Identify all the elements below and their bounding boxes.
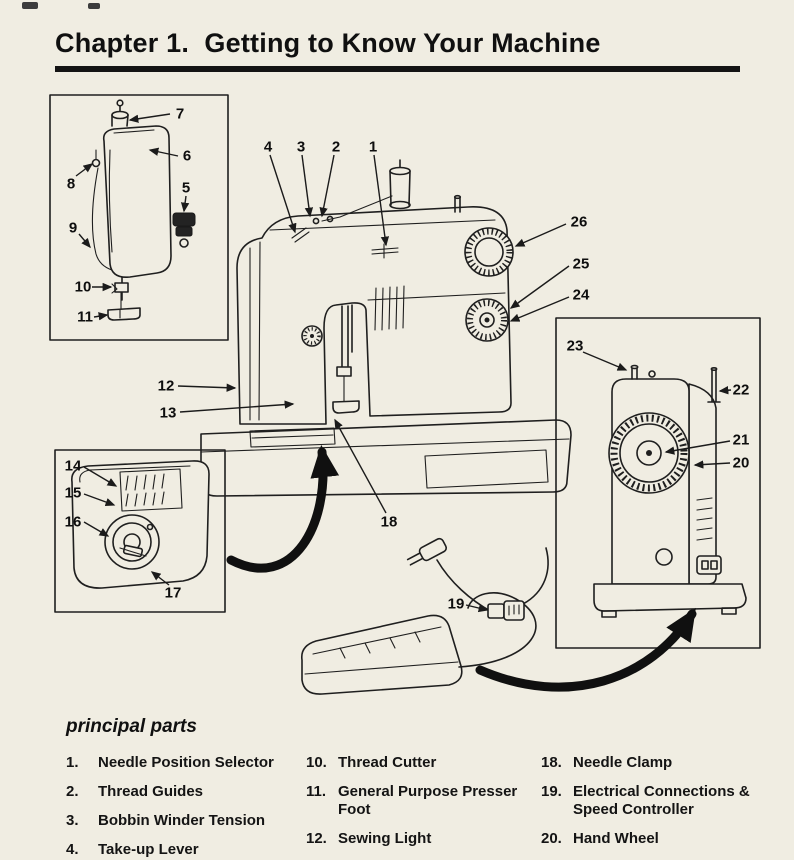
- principal-parts-section: principal parts 1. Needle Position Selec…: [0, 716, 794, 860]
- callout-5: 5: [181, 179, 191, 197]
- callout-2: 2: [331, 138, 341, 156]
- callout-7: 7: [175, 105, 185, 123]
- item-number: 18.: [541, 754, 562, 771]
- callout-26: 26: [570, 213, 588, 231]
- faceplate-inset: [49, 94, 229, 341]
- scan-artifact: [22, 2, 38, 9]
- title-rule: [55, 66, 740, 72]
- list-item: 3. Bobbin Winder Tension: [66, 812, 306, 830]
- callout-22: 22: [732, 381, 750, 399]
- item-number: 4.: [66, 841, 79, 858]
- item-label: Thread Cutter: [338, 754, 437, 771]
- list-item: 19. Electrical Connections & Speed Contr…: [541, 783, 776, 819]
- item-number: 3.: [66, 812, 79, 829]
- list-item: 11. General Purpose Presser Foot: [306, 783, 541, 819]
- scan-artifact: [88, 3, 100, 9]
- callout-4: 4: [263, 138, 273, 156]
- item-label: Thread Guides: [98, 783, 204, 800]
- list-item: 1. Needle Position Selector: [66, 754, 306, 772]
- callout-18: 18: [380, 513, 398, 531]
- cord-connector: [487, 603, 505, 619]
- item-label: Take-up Lever: [98, 841, 199, 858]
- callout-6: 6: [182, 147, 192, 165]
- list-item: 20. Hand Wheel: [541, 830, 776, 848]
- callout-leaders: [75, 113, 732, 613]
- item-number: 1.: [66, 754, 79, 771]
- item-number: 12.: [306, 830, 327, 847]
- callout-23: 23: [566, 337, 584, 355]
- flow-arrows: [226, 444, 697, 692]
- machine-bed-drawing: [200, 419, 572, 497]
- bobbin-inset: [54, 449, 226, 613]
- callout-17: 17: [164, 584, 182, 602]
- callout-13: 13: [159, 404, 177, 422]
- item-label: Needle Position Selector: [98, 754, 274, 771]
- callout-12: 12: [157, 377, 175, 395]
- item-label: Hand Wheel: [573, 830, 659, 847]
- callout-16: 16: [64, 513, 82, 531]
- parts-column-1: 1. Needle Position Selector 2. Thread Gu…: [66, 754, 306, 860]
- callout-21: 21: [732, 431, 750, 449]
- item-number: 2.: [66, 783, 79, 800]
- callout-1: 1: [368, 138, 378, 156]
- callout-3: 3: [296, 138, 306, 156]
- callout-14: 14: [64, 457, 82, 475]
- item-number: 20.: [541, 830, 562, 847]
- chapter-title: Chapter 1. Getting to Know Your Machine: [55, 28, 601, 58]
- item-label: Needle Clamp: [573, 754, 673, 771]
- item-number: 10.: [306, 754, 327, 771]
- callout-8: 8: [66, 175, 76, 193]
- item-label: Bobbin Winder Tension: [98, 812, 266, 829]
- principal-parts-heading: principal parts: [66, 716, 197, 737]
- list-item: 12. Sewing Light: [306, 830, 541, 848]
- parts-column-2: 10. Thread Cutter 11. General Purpose Pr…: [306, 754, 541, 860]
- callout-9: 9: [68, 219, 78, 237]
- list-item: 4. Take-up Lever: [66, 841, 306, 859]
- parts-column-3: 18. Needle Clamp 19. Electrical Connecti…: [541, 754, 776, 860]
- handwheel-inset: [555, 317, 761, 649]
- callout-19: 19: [447, 595, 465, 613]
- foot-controller-drawing: [300, 614, 463, 695]
- item-number: 11.: [306, 783, 327, 800]
- item-label: General Purpose Presser Foot: [338, 783, 518, 818]
- callout-10: 10: [74, 278, 92, 296]
- parts-columns: 1. Needle Position Selector 2. Thread Gu…: [66, 754, 794, 860]
- callout-20: 20: [732, 454, 750, 472]
- callout-25: 25: [572, 255, 590, 273]
- list-item: 10. Thread Cutter: [306, 754, 541, 772]
- item-number: 19.: [541, 783, 562, 800]
- callout-11: 11: [77, 308, 93, 326]
- list-item: 18. Needle Clamp: [541, 754, 776, 772]
- list-item: 2. Thread Guides: [66, 783, 306, 801]
- item-label: Sewing Light: [338, 830, 432, 847]
- callout-24: 24: [572, 286, 590, 304]
- main-machine-drawing: [236, 159, 514, 425]
- callout-15: 15: [64, 484, 82, 502]
- item-label: Electrical Connections & Speed Controlle…: [573, 783, 750, 818]
